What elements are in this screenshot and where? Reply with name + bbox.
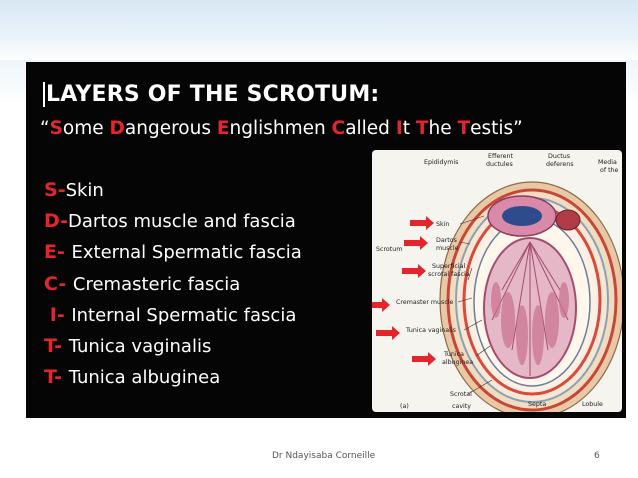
mediastinum-shape [502, 206, 542, 226]
layer-letter: E [44, 241, 57, 264]
arrow-icon [366, 298, 390, 312]
slide-content-panel: LAYERS OF THE SCROTUM: “Some Dangerous E… [26, 62, 626, 419]
layer-item-internal-spermatic: I- Internal Spermatic fascia [44, 300, 302, 331]
label-tunica-vaginalis: Tunica vaginalis [405, 327, 456, 334]
mnemonic-word-rest: alled [345, 118, 396, 139]
arrow-icon [376, 326, 400, 340]
layer-separator: - [57, 179, 66, 201]
arrow-icon [412, 352, 436, 366]
layer-letter: C [44, 272, 59, 295]
label-albuginea: albuginea [442, 359, 473, 366]
layer-item-cremasteric: C- Cremasteric fascia [44, 269, 302, 300]
mnemonic-word-rest: t [402, 118, 416, 139]
mnemonic-word-rest: ome [62, 118, 110, 139]
label-skin: Skin [436, 221, 449, 228]
layer-letter: T [44, 335, 55, 358]
layer-text: Dartos muscle and fascia [68, 211, 296, 233]
pointer-arrows [366, 216, 436, 366]
layer-text: External Spermatic fascia [71, 242, 302, 264]
layer-separator: - [56, 241, 72, 264]
label-scrotum: Scrotum [376, 246, 402, 253]
arrow-icon [402, 264, 426, 278]
mnemonic-word-rest: angerous [124, 118, 217, 139]
ductus-deferens-shape [555, 209, 581, 231]
layers-list: S-Skin D-Dartos muscle and fascia E- Ext… [44, 175, 302, 393]
mnemonic-word-rest: estis [470, 118, 514, 139]
layer-item-skin: S-Skin [44, 175, 302, 206]
layer-text: Internal Spermatic fascia [71, 304, 297, 326]
layer-item-external-spermatic: E- External Spermatic fascia [44, 237, 302, 268]
label-tunica: Tunica [443, 351, 464, 358]
label-muscle: muscle [436, 245, 459, 252]
label-scrotal: Scrotal [450, 391, 472, 398]
open-quote: “ [40, 118, 50, 139]
layer-item-tunica-albuginea: T- Tunica albuginea [44, 362, 302, 393]
layer-separator: - [54, 366, 69, 389]
mnemonic-word-rest: nglishmen [229, 118, 332, 139]
layer-separator: - [56, 303, 72, 326]
footer-author: Dr Ndayisaba Corneille [272, 451, 376, 461]
label-superficial: Superficial [432, 263, 465, 270]
mnemonic-word-initial: D [109, 118, 125, 139]
layer-letter: S [44, 179, 58, 201]
label-ductus: Ductus [548, 153, 570, 160]
mnemonic-line: “Some Dangerous Englishmen Called It The… [40, 118, 523, 139]
label-efferent: Efferent [488, 153, 514, 160]
label-epididymis: Epididymis [424, 159, 458, 166]
mnemonic-word-initial: I [395, 118, 403, 139]
label-deferens: deferens [546, 161, 574, 168]
label-media: Media [598, 159, 617, 166]
label-septa: Septa [528, 401, 546, 408]
layer-item-dartos: D-Dartos muscle and fascia [44, 206, 302, 237]
label-ductules: ductules [486, 161, 513, 168]
arrow-icon [410, 216, 434, 230]
leader-lines [457, 215, 493, 395]
layer-letter: I [49, 303, 57, 326]
layer-separator: - [58, 272, 73, 295]
layer-item-tunica-vaginalis: T- Tunica vaginalis [44, 331, 302, 362]
label-cavity: cavity [452, 403, 471, 410]
slide-background-band [0, 0, 638, 60]
layer-text: Skin [65, 180, 104, 201]
mnemonic-word-initial: T [415, 118, 429, 139]
mnemonic-word-initial: T [457, 118, 471, 139]
lobule-shapes [491, 282, 569, 365]
layer-text: Tunica vaginalis [68, 336, 212, 358]
label-scrotal-fascia: scrotal fascia [428, 271, 470, 278]
label-of-the: of the [600, 167, 619, 174]
mnemonic-word-initial: S [49, 118, 63, 139]
scrotum-diagram: Epididymis Efferent ductules Ductus defe… [366, 150, 625, 419]
layer-text: Cremasteric fascia [72, 273, 241, 295]
label-panel-a: (a) [400, 403, 409, 410]
mnemonic-word-initial: E [216, 118, 230, 139]
label-dartos: Dartos [436, 237, 457, 244]
layer-text: Tunica albuginea [68, 367, 221, 389]
layer-separator: - [54, 335, 69, 358]
layer-letter: D [44, 210, 61, 233]
mnemonic-word-initial: C [331, 118, 346, 139]
page-number: 6 [594, 451, 600, 461]
layer-letter: T [44, 366, 55, 389]
label-cremaster: Cremaster muscle [396, 299, 454, 306]
mnemonic-word-rest: he [428, 118, 458, 139]
slide-title: LAYERS OF THE SCROTUM: [43, 82, 379, 107]
scrotum-diagram-svg: Epididymis Efferent ductules Ductus defe… [366, 153, 625, 419]
close-quote: ” [513, 118, 523, 139]
label-lobule: Lobule [582, 401, 603, 408]
arrow-icon [404, 236, 428, 250]
layer-separator: - [60, 210, 69, 233]
